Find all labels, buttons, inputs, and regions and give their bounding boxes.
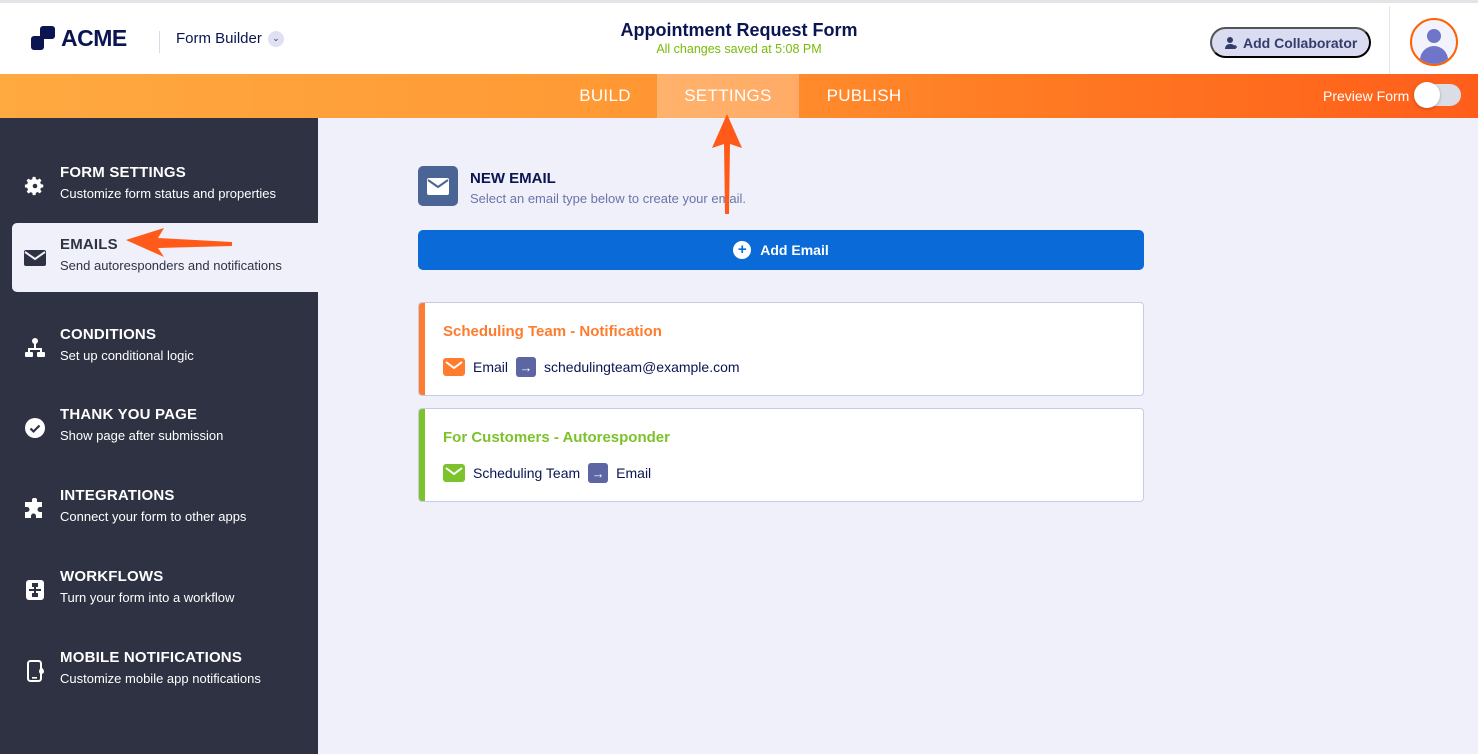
mobile-icon: [24, 660, 46, 682]
tab-publish[interactable]: PUBLISH: [799, 74, 929, 118]
tab-build[interactable]: BUILD: [553, 74, 657, 118]
arrow-right-icon: →: [516, 357, 537, 377]
form-title-block: Appointment Request Form All changes sav…: [540, 20, 938, 56]
email-from: Email: [473, 359, 509, 375]
tab-label: BUILD: [579, 86, 631, 105]
sidebar-item-title: MOBILE NOTIFICATIONS: [60, 649, 243, 666]
email-card-title: Scheduling Team - Notification: [443, 323, 662, 340]
tab-settings[interactable]: SETTINGS: [657, 74, 799, 118]
preview-form-label: Preview Form: [1323, 88, 1410, 104]
sidebar-item-mobile-notifications[interactable]: MOBILE NOTIFICATIONS Customize mobile ap…: [12, 636, 318, 705]
email-from: Scheduling Team: [473, 465, 581, 481]
logo-mark-icon: [31, 25, 57, 52]
envelope-icon: [443, 464, 465, 482]
save-status: All changes saved at 5:08 PM: [656, 42, 822, 56]
sidebar-item-title: THANK YOU PAGE: [60, 406, 198, 423]
tab-label: SETTINGS: [684, 86, 772, 105]
toggle-knob: [1414, 82, 1440, 108]
email-route: Scheduling Team → Email: [443, 463, 651, 483]
add-email-button[interactable]: + Add Email: [418, 230, 1144, 270]
sidebar-item-title: INTEGRATIONS: [60, 487, 175, 504]
sidebar-item-subtitle: Show page after submission: [60, 428, 224, 443]
header-divider: [159, 31, 160, 53]
new-email-icon: [418, 166, 458, 206]
sidebar-item-workflows[interactable]: WORKFLOWS Turn your form into a workflow: [12, 555, 318, 624]
acme-logo[interactable]: ACME: [31, 25, 127, 52]
plus-circle-icon: +: [733, 241, 752, 259]
sitemap-icon: [24, 337, 46, 359]
arrow-right-icon: →: [588, 463, 609, 483]
sidebar-item-subtitle: Customize mobile app notifications: [60, 671, 261, 686]
email-card-autoresponder[interactable]: For Customers - Autoresponder Scheduling…: [418, 408, 1144, 502]
sidebar-item-subtitle: Connect your form to other apps: [60, 509, 247, 524]
header-divider: [1389, 6, 1390, 77]
app-switcher[interactable]: Form Builder ⌄: [176, 30, 284, 47]
card-accent-bar: [419, 303, 425, 395]
settings-sidebar: FORM SETTINGS Customize form status and …: [0, 118, 318, 754]
envelope-icon: [443, 358, 465, 376]
user-plus-icon: [1225, 36, 1237, 49]
sidebar-item-thank-you-page[interactable]: THANK YOU PAGE Show page after submissio…: [12, 393, 318, 462]
user-avatar-body: [1420, 46, 1448, 64]
sidebar-item-integrations[interactable]: INTEGRATIONS Connect your form to other …: [12, 474, 318, 543]
workflow-icon: [24, 579, 46, 601]
add-collaborator-label: Add Collaborator: [1243, 34, 1358, 51]
email-card-notification[interactable]: Scheduling Team - Notification Email → s…: [418, 302, 1144, 396]
new-email-subtitle: Select an email type below to create you…: [470, 191, 747, 206]
sidebar-item-title: EMAILS: [60, 236, 118, 253]
gear-icon: [24, 175, 46, 197]
logo-text: ACME: [61, 25, 127, 51]
tab-label: PUBLISH: [826, 86, 902, 105]
check-circle-icon: [24, 417, 46, 439]
sidebar-item-conditions[interactable]: CONDITIONS Set up conditional logic: [12, 313, 318, 382]
add-collaborator-button[interactable]: Add Collaborator: [1210, 27, 1372, 58]
new-email-title: NEW EMAIL: [470, 170, 556, 187]
email-route: Email → schedulingteam@example.com: [443, 357, 740, 377]
sidebar-item-title: WORKFLOWS: [60, 568, 164, 585]
sidebar-item-title: FORM SETTINGS: [60, 164, 186, 181]
app-switcher-label: Form Builder: [176, 30, 262, 47]
card-accent-bar: [419, 409, 425, 501]
puzzle-icon: [24, 498, 46, 520]
chevron-down-icon: ⌄: [267, 30, 284, 47]
sidebar-item-subtitle: Send autoresponders and notifications: [60, 258, 282, 273]
sidebar-item-subtitle: Customize form status and properties: [60, 186, 277, 201]
email-to: schedulingteam@example.com: [544, 359, 740, 375]
top-header: ACME Form Builder ⌄ Appointment Request …: [0, 0, 1478, 77]
email-to: Email: [616, 465, 652, 481]
builder-nav: BUILD SETTINGS PUBLISH Preview Form: [0, 74, 1478, 118]
form-title: Appointment Request Form: [620, 20, 858, 40]
avatar[interactable]: [1410, 18, 1458, 66]
envelope-icon: [24, 247, 46, 269]
sidebar-item-subtitle: Turn your form into a workflow: [60, 590, 235, 605]
preview-form-toggle[interactable]: [1414, 82, 1461, 108]
add-email-label: Add Email: [760, 242, 829, 258]
sidebar-item-subtitle: Set up conditional logic: [60, 348, 194, 363]
sidebar-item-emails[interactable]: EMAILS Send autoresponders and notificat…: [12, 223, 318, 292]
email-card-title: For Customers - Autoresponder: [443, 429, 670, 446]
sidebar-item-form-settings[interactable]: FORM SETTINGS Customize form status and …: [12, 151, 318, 220]
sidebar-item-title: CONDITIONS: [60, 326, 157, 343]
user-avatar-icon: [1427, 29, 1441, 43]
